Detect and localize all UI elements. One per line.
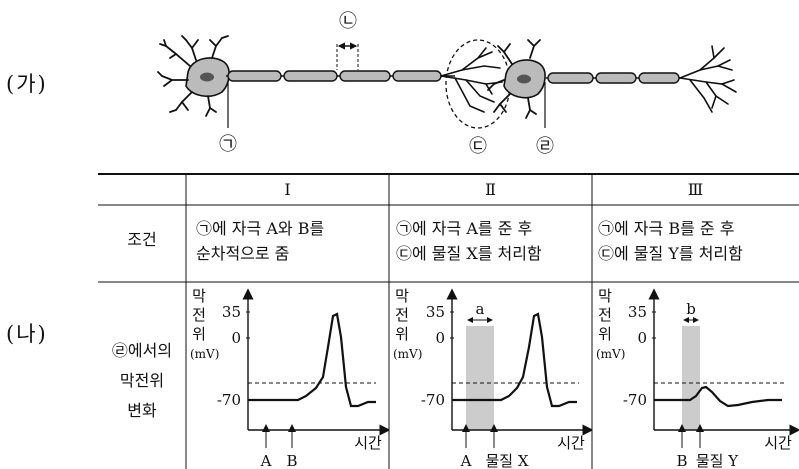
condition-1-line-2: 순차적으로 줌 — [196, 244, 290, 263]
g3-xlabel: 시간 — [764, 434, 792, 452]
neuron1-myelin-sheath — [227, 70, 442, 82]
graph-3: 막 전 위 (mV) 35 0 -70 b B 물질 Y 시간 — [596, 287, 799, 469]
g1-ytick-35: 35 — [222, 303, 241, 321]
g3-yunit: (mV) — [596, 347, 625, 361]
g2-ylabel-2: 전 — [395, 306, 409, 324]
g2-xlabel: 시간 — [557, 434, 585, 452]
g2-substance-x: 물질 X — [485, 452, 528, 469]
part-na-label: (나) — [6, 322, 48, 346]
row-header-condition: 조건 — [127, 230, 157, 249]
g1-ylabel-3: 위 — [192, 325, 206, 343]
marker-rieul: ㉣ — [536, 136, 554, 157]
col-header-2: Ⅱ — [485, 180, 496, 199]
g3-ytick-neg70: -70 — [623, 391, 647, 409]
g2-interval-a: a — [476, 300, 485, 318]
neuron-figure: ㉡ ㉠ ㉢ ㉣ — [157, 11, 737, 157]
g2-ylabel-3: 위 — [395, 325, 409, 343]
g1-ytick-0: 0 — [231, 329, 241, 347]
g3-ylabel-3: 위 — [598, 325, 612, 343]
g2-stimulus-a: A — [460, 452, 472, 469]
g3-interval-b: b — [686, 300, 696, 318]
part-ga-label: (가) — [6, 72, 48, 96]
col-header-3: Ⅲ — [687, 180, 704, 199]
g1-ylabel-1: 막 — [192, 287, 206, 305]
condition-3-line-1: ㉠에 자극 B를 준 후 — [598, 219, 735, 238]
condition-2: ㉠에 자극 A를 준 후 ㉢에 물질 X를 처리함 — [396, 216, 591, 266]
neuron2-terminals — [679, 45, 737, 113]
g3-ylabel-2: 전 — [598, 306, 612, 324]
g1-stimulus-a: A — [260, 452, 272, 469]
row2-header-line-1: ㉣에서의 — [111, 341, 173, 360]
g2-interval-shade — [466, 326, 494, 430]
condition-3-line-2: ㉢에 물질 Y를 처리함 — [598, 244, 743, 263]
g2-yunit: (mV) — [393, 347, 422, 361]
condition-1-line-1: ㉠에 자극 A와 B를 — [196, 219, 325, 238]
g3-substance-y: 물질 Y — [696, 452, 739, 469]
g2-ytick-35: 35 — [426, 303, 445, 321]
g3-ytick-0: 0 — [637, 329, 647, 347]
row2-header-line-3: 변화 — [127, 401, 157, 420]
neuron2-cell-body — [487, 39, 546, 119]
col-header-1: Ⅰ — [284, 180, 291, 199]
g2-ytick-0: 0 — [435, 329, 445, 347]
g1-stimulus-b: B — [286, 452, 297, 469]
graph-1: 막 전 위 (mV) 35 0 -70 A B 시간 — [190, 287, 389, 469]
node-interval-marker — [336, 42, 359, 70]
g1-yunit: (mV) — [190, 347, 219, 361]
marker-nieun: ㉡ — [339, 11, 357, 32]
graph-2: 막 전 위 (mV) 35 0 -70 a A 물질 X 시간 — [393, 287, 592, 469]
g2-ylabel-1: 막 — [395, 287, 409, 305]
neuron2-myelin-sheath — [547, 72, 680, 84]
condition-3: ㉠에 자극 B를 준 후 ㉢에 물질 Y를 처리함 — [598, 216, 798, 266]
condition-2-line-2: ㉢에 물질 X를 처리함 — [396, 244, 542, 263]
g1-ytick-neg70: -70 — [217, 391, 241, 409]
g3-stimulus-b: B — [676, 452, 687, 469]
condition-1: ㉠에 자극 A와 B를 순차적으로 줌 — [196, 216, 386, 266]
row2-header-line-2: 막전위 — [119, 371, 165, 390]
g3-ytick-35: 35 — [628, 303, 647, 321]
marker-digeut: ㉢ — [469, 136, 487, 157]
g3-interval-shade — [682, 326, 700, 430]
marker-giyeok: ㉠ — [219, 134, 237, 155]
condition-2-line-1: ㉠에 자극 A를 준 후 — [396, 219, 533, 238]
row-header-potential: ㉣에서의 막전위 변화 — [98, 336, 186, 426]
g3-ylabel-1: 막 — [598, 287, 612, 305]
g1-ylabel-2: 전 — [192, 306, 206, 324]
g2-ytick-neg70: -70 — [421, 391, 445, 409]
neuron1-cell-body — [157, 35, 230, 117]
g1-xlabel: 시간 — [354, 434, 382, 452]
